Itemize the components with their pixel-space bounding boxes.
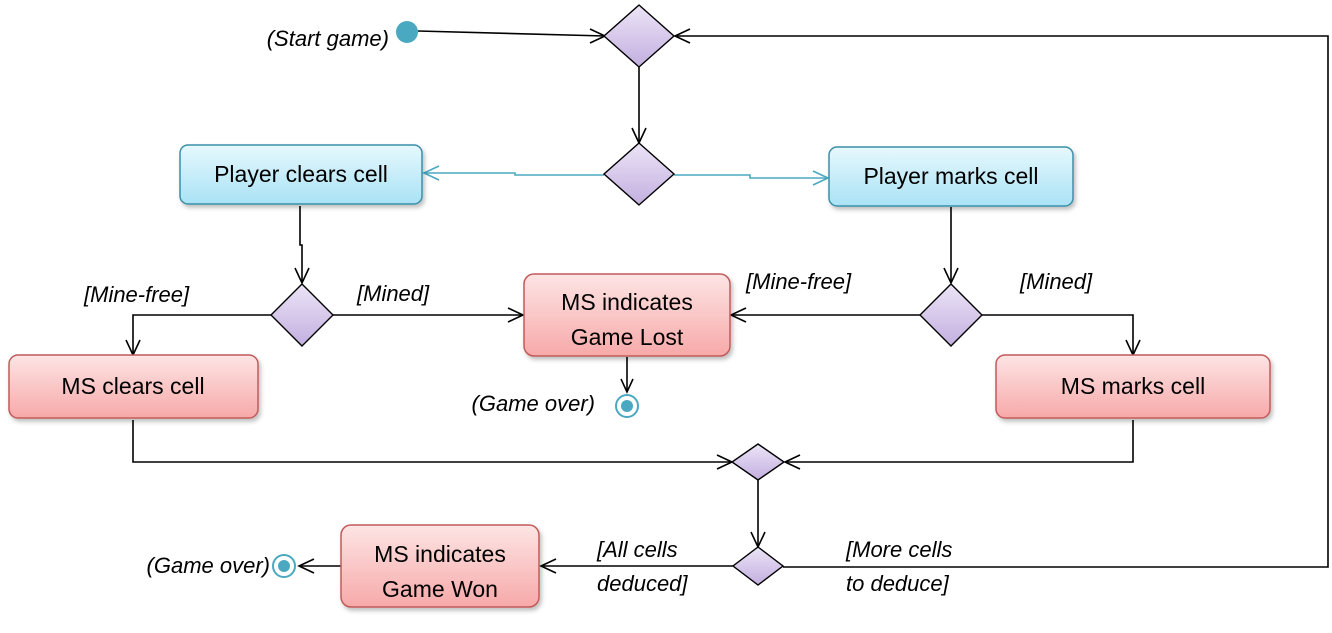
start-node: [396, 21, 418, 43]
decision-node-right: [919, 283, 983, 347]
flow-left-mine-free: [132, 314, 271, 355]
flow-ms-clears-to-merge: [132, 420, 732, 463]
flow-right-mined: [982, 314, 1134, 355]
flow-loop-back: [675, 35, 1329, 568]
final-node-won: [272, 554, 296, 578]
decision-node-fork: [602, 142, 676, 206]
arrowhead: [620, 378, 634, 394]
action-ms-indicates-game-won: MS indicates Game Won: [340, 524, 540, 608]
flow-to-player-clears: [424, 172, 604, 176]
action-label-line2: Game Lost: [571, 324, 684, 350]
decision-nodes: [270, 4, 983, 586]
action-label: Player marks cell: [863, 163, 1038, 189]
action-label: Player clears cell: [214, 161, 388, 187]
action-label: MS clears cell: [61, 373, 204, 399]
action-player-clears-cell: Player clears cell: [179, 144, 423, 205]
guard-left-mine-free: [Mine-free]: [83, 282, 190, 307]
action-label-line1: MS indicates: [561, 289, 693, 315]
guard-all-cells-deduced-line2: deduced]: [597, 571, 688, 596]
game-over-lost-label: (Game over): [472, 391, 595, 416]
game-over-won-label: (Game over): [147, 553, 270, 578]
arrowhead: [294, 267, 310, 285]
guard-more-cells-line2: to deduce]: [846, 571, 950, 596]
guard-right-mine-free: [Mine-free]: [745, 269, 852, 294]
action-label: MS marks cell: [1061, 373, 1205, 399]
arrowhead: [812, 170, 830, 186]
arrowhead: [539, 558, 557, 574]
final-node-lost: [615, 394, 639, 418]
guard-right-mined: [Mined]: [1019, 269, 1093, 294]
action-ms-marks-cell: MS marks cell: [995, 354, 1271, 419]
flow-to-player-marks: [674, 174, 828, 179]
merge-node-top: [602, 4, 676, 68]
guard-all-cells-deduced-line1: [All cells: [596, 537, 678, 562]
arrowhead: [422, 165, 440, 181]
decision-node-bottom: [731, 546, 785, 586]
merge-node-bottom: [730, 443, 786, 481]
arrowhead: [297, 558, 315, 574]
flow-ms-marks-to-merge: [785, 420, 1134, 463]
arrowhead: [729, 307, 747, 323]
flow-start-to-merge: [417, 30, 606, 37]
decision-node-left: [270, 283, 334, 347]
flows: [125, 28, 1329, 574]
action-label-line1: MS indicates: [374, 541, 506, 567]
action-ms-clears-cell: MS clears cell: [8, 354, 259, 419]
guard-left-mined: [Mined]: [356, 281, 430, 306]
action-ms-indicates-game-lost: MS indicates Game Lost: [523, 273, 731, 357]
flow-clears-to-decision: [299, 206, 303, 283]
guard-more-cells-line1: [More cells: [845, 537, 952, 562]
action-label-line2: Game Won: [382, 576, 498, 602]
arrowhead: [507, 307, 525, 323]
start-game-label: (Start game): [267, 26, 389, 51]
arrowhead: [943, 267, 959, 285]
action-player-marks-cell: Player marks cell: [828, 146, 1074, 207]
